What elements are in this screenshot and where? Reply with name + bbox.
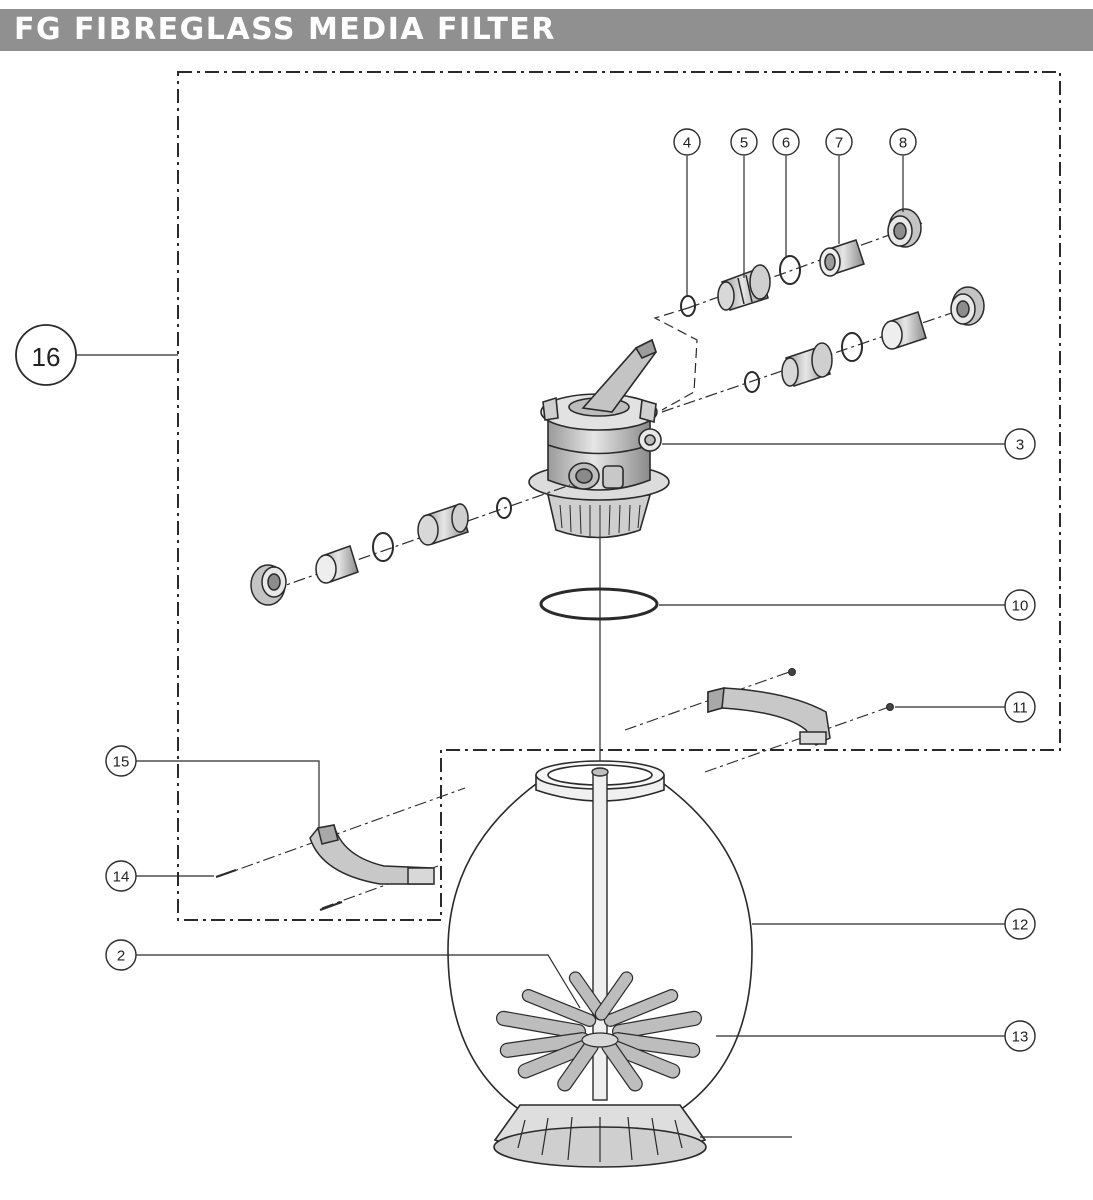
clamp-half-left — [309, 824, 435, 885]
union-nut-8 — [887, 208, 922, 248]
clamp-axis-upper — [624, 669, 796, 731]
callout-5-circle — [730, 128, 758, 156]
callout-4-circle — [673, 128, 701, 156]
callout-6-label: 6 — [782, 135, 790, 152]
callout-11-circle — [1004, 691, 1036, 723]
tank-o-ring-10 — [539, 587, 659, 621]
tail-piece-mid — [881, 311, 927, 350]
callout-16-circle — [15, 324, 77, 386]
union-nut-left — [250, 564, 287, 606]
screw-11-upper — [788, 668, 796, 676]
callout-11-label: 11 — [1012, 700, 1028, 717]
callout-7-label: 7 — [835, 135, 843, 152]
tail-piece-7 — [819, 239, 865, 277]
callout-2-circle — [105, 939, 137, 971]
o-ring-left-a — [372, 532, 394, 562]
threaded-adapter-5 — [717, 264, 771, 311]
callout-4-label: 4 — [683, 135, 691, 152]
callout-10-circle — [1004, 589, 1036, 621]
o-ring-4 — [680, 295, 696, 317]
callout-15-circle — [105, 745, 137, 777]
callout-2-label: 2 — [117, 948, 125, 965]
callout-5-label: 5 — [740, 135, 748, 152]
callout-6-circle — [772, 128, 800, 156]
callout-7-circle — [825, 128, 853, 156]
callout-16-label: 16 — [32, 342, 61, 372]
union-nut-mid — [950, 286, 985, 326]
tail-piece-left — [315, 545, 359, 584]
upper-fitting-axis — [687, 221, 926, 309]
multiport-valve — [528, 338, 670, 539]
o-ring-mid-a — [744, 371, 760, 393]
screw-14 — [215, 869, 343, 911]
screw-11-lower — [886, 703, 894, 711]
callout-15-label: 15 — [113, 754, 130, 771]
callout-14-label: 14 — [113, 869, 130, 886]
callout-3-label: 3 — [1016, 437, 1024, 454]
o-ring-6 — [779, 255, 801, 285]
callout-13-circle — [1004, 1020, 1036, 1052]
o-ring-mid-b — [841, 332, 863, 362]
o-ring-left-b — [496, 497, 512, 519]
callout-10-label: 10 — [1012, 598, 1029, 615]
title-bar: FG FIBREGLASS MEDIA FILTER — [0, 9, 1093, 51]
callout-12-label: 12 — [1012, 917, 1029, 934]
clamp-left-axis — [219, 787, 466, 877]
threaded-adapter-mid — [781, 342, 833, 387]
threaded-adapter-left — [417, 503, 469, 546]
callout-13-label: 13 — [1012, 1029, 1029, 1046]
page-title: FG FIBREGLASS MEDIA FILTER — [14, 12, 556, 47]
clamp-axis-lower — [704, 705, 893, 773]
callout-14-circle — [105, 860, 137, 892]
callout-3-circle — [1004, 428, 1036, 460]
upper-fitting-connector — [653, 307, 698, 411]
callout-8-label: 8 — [899, 135, 907, 152]
lateral-assembly — [495, 971, 703, 1092]
kit-boundary-outline — [177, 71, 1061, 921]
callout-8-circle — [889, 128, 917, 156]
leader-lines — [76, 156, 1005, 1138]
clamp-half-right — [707, 687, 831, 746]
callout-12-circle — [1004, 908, 1036, 940]
